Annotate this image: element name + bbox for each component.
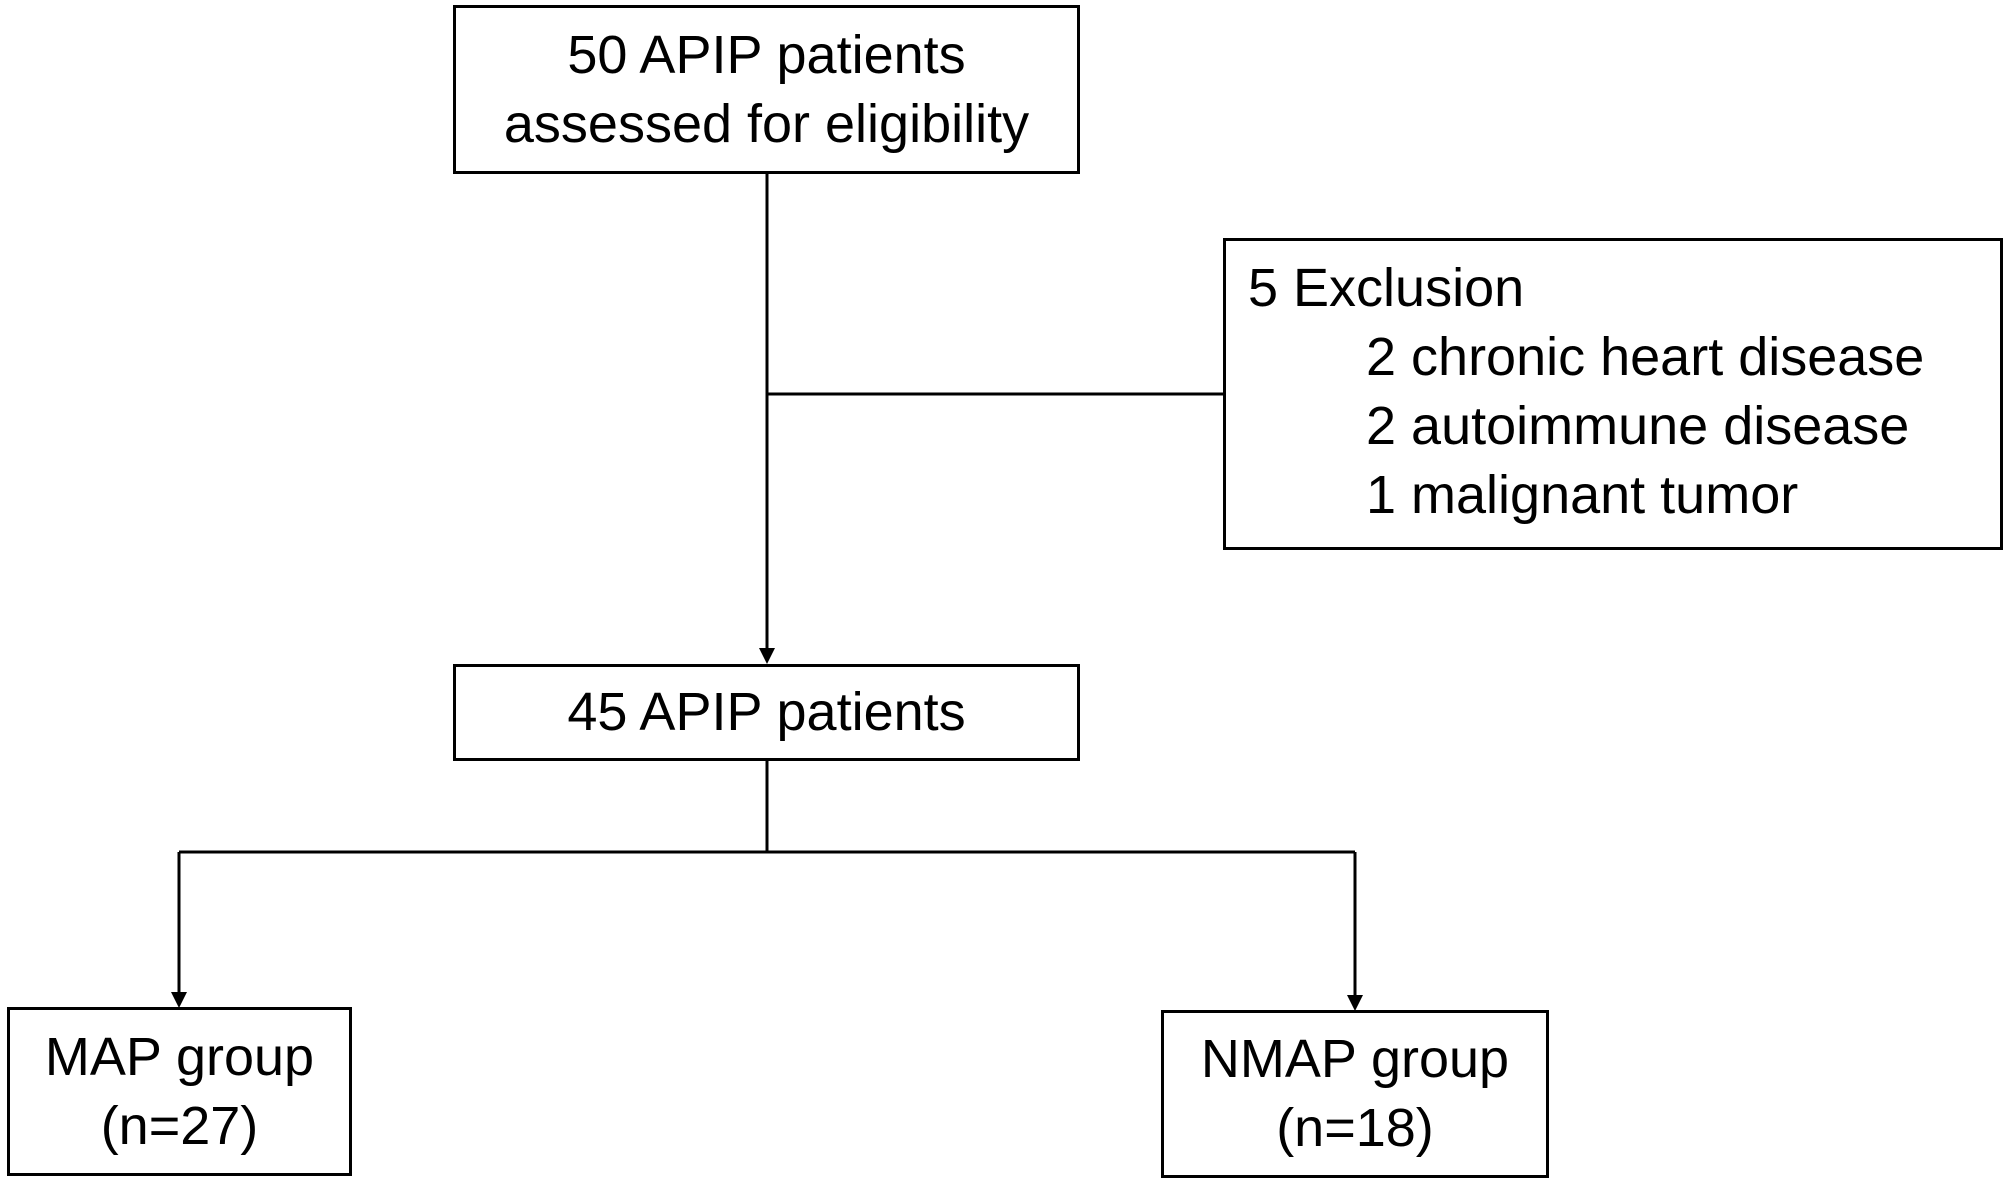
exclusion-reason-tumor: 1 malignant tumor xyxy=(1366,465,1799,525)
assessed-box: 50 APIP patients assessed for eligibilit… xyxy=(453,5,1080,174)
map-group-count: (n=27) xyxy=(100,1095,259,1156)
included-box: 45 APIP patients xyxy=(453,664,1080,761)
included-count-text: 45 APIP patients xyxy=(567,682,966,742)
map-group-box: MAP group (n=27) xyxy=(7,1007,352,1176)
exclusion-reason-heart: 2 chronic heart disease xyxy=(1366,327,1925,387)
arrowhead-nmap-group xyxy=(1347,995,1363,1011)
arrowhead-map-group xyxy=(171,992,187,1008)
arrowhead-included xyxy=(759,648,775,664)
assessed-count-text: 50 APIP patients xyxy=(567,24,966,85)
assessed-description-text: assessed for eligibility xyxy=(503,93,1030,154)
nmap-group-label: NMAP group xyxy=(1200,1029,1510,1089)
exclusion-title: 5 Exclusion xyxy=(1248,258,1525,318)
nmap-group-box: NMAP group (n=18) xyxy=(1161,1010,1549,1178)
exclusion-reason-autoimmune: 2 autoimmune disease xyxy=(1366,396,1910,456)
map-group-label: MAP group xyxy=(44,1026,315,1087)
exclusion-box: 5 Exclusion 2 chronic heart disease 2 au… xyxy=(1223,238,2003,550)
nmap-group-count: (n=18) xyxy=(1276,1098,1434,1158)
